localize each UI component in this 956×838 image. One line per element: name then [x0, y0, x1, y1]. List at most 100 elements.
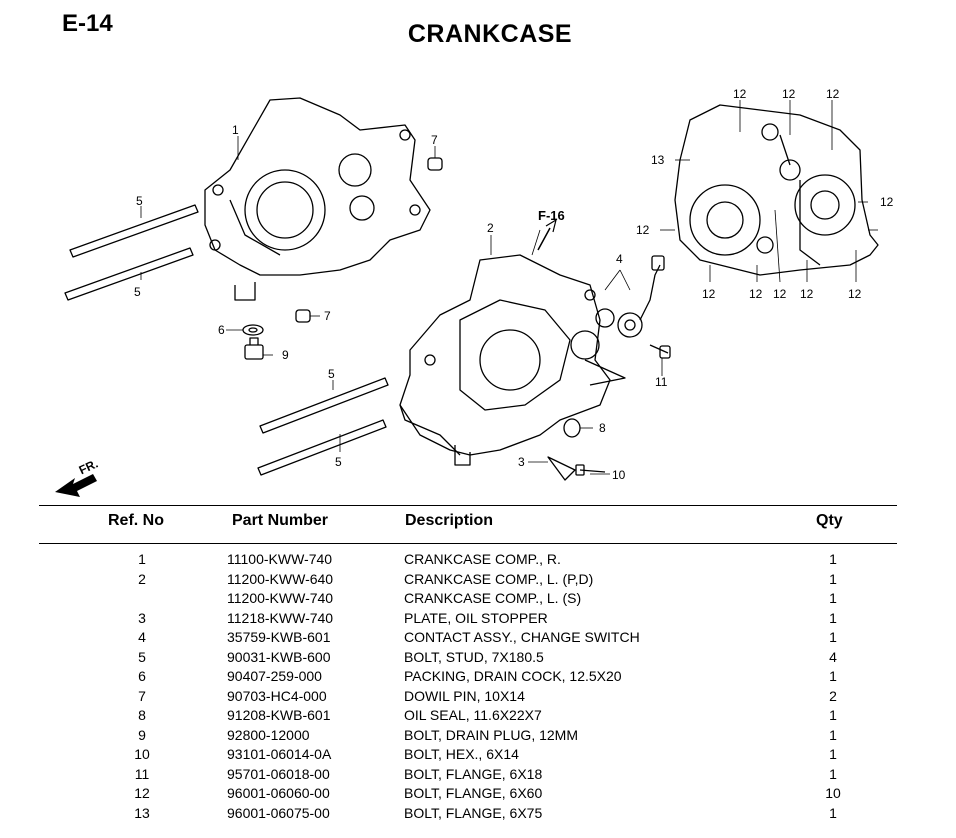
svg-text:12: 12 — [782, 87, 796, 101]
part-number-cell: 11100-KWW-740 — [227, 551, 333, 567]
description-cell: CRANKCASE COMP., L. (P,D) — [404, 570, 594, 587]
stud-bolts-drawing — [64, 204, 389, 476]
leader-lines — [140, 100, 878, 475]
svg-text:1: 1 — [232, 123, 239, 137]
description-cell: PACKING, DRAIN COCK, 12.5X20 — [404, 668, 622, 684]
part-number-cell: 95701-06018-00 — [227, 765, 330, 782]
svg-text:7: 7 — [324, 309, 331, 323]
qty-cell: 1 — [829, 590, 837, 606]
ref-cell: 10 — [134, 746, 150, 762]
ref-cell: 4 — [138, 629, 146, 645]
table-top-rule — [39, 505, 897, 506]
svg-text:12: 12 — [826, 87, 840, 101]
svg-text:12: 12 — [733, 87, 747, 101]
part-number-cell: 92800-12000 — [227, 726, 310, 743]
exploded-parts-diagram: 1 2 3 4 5 5 5 5 6 7 7 8 9 10 11 12 12 12… — [0, 60, 956, 500]
ref-cell: 13 — [134, 804, 150, 821]
table-row: 13 96001-06075-00 BOLT, FLANGE, 6X75 1 — [0, 804, 956, 824]
qty-cell: 4 — [829, 648, 837, 665]
svg-text:11: 11 — [655, 375, 668, 389]
ref-cell: 1 — [138, 551, 146, 567]
description-cell: BOLT, FLANGE, 6X18 — [404, 765, 543, 782]
table-row: 5 90031-KWB-600 BOLT, STUD, 7X180.5 4 — [0, 648, 956, 668]
svg-text:12: 12 — [636, 223, 650, 237]
qty-cell: 2 — [829, 687, 837, 704]
svg-text:5: 5 — [134, 285, 141, 299]
svg-text:5: 5 — [335, 455, 342, 469]
svg-text:2: 2 — [487, 221, 494, 235]
description-cell: CONTACT ASSY., CHANGE SWITCH — [404, 629, 640, 645]
svg-text:3: 3 — [518, 455, 525, 469]
part-number-cell: 90031-KWB-600 — [227, 648, 331, 665]
part-number-cell: 91208-KWB-601 — [227, 707, 331, 723]
table-row: 1 11100-KWW-740 CRANKCASE COMP., R. 1 — [0, 550, 956, 570]
crankcase-gasket-drawing — [674, 104, 879, 276]
svg-text:12: 12 — [773, 287, 787, 301]
svg-text:4: 4 — [616, 252, 623, 266]
ref-cell: 2 — [138, 570, 146, 587]
qty-cell: 1 — [829, 765, 837, 782]
table-row: 7 90703-HC4-000 DOWIL PIN, 10X14 2 — [0, 687, 956, 707]
ref-cell: 7 — [138, 687, 146, 704]
callout-numbers: 1 2 3 4 5 5 5 5 6 7 7 8 9 10 11 12 12 12… — [77, 87, 894, 482]
part-number-cell: 11200-KWW-740 — [227, 590, 334, 606]
qty-cell: 1 — [829, 570, 837, 587]
part-number-cell: 90703-HC4-000 — [227, 687, 327, 704]
col-header-desc: Description — [405, 512, 494, 529]
front-direction-arrow — [55, 474, 97, 497]
svg-text:7: 7 — [431, 133, 438, 147]
description-cell: OIL SEAL, 11.6X22X7 — [404, 707, 542, 723]
svg-text:5: 5 — [328, 367, 335, 381]
svg-text:F-16: F-16 — [538, 208, 565, 223]
ref-cell: 8 — [138, 707, 146, 723]
part-number-cell: 96001-06075-00 — [227, 804, 330, 821]
qty-cell: 1 — [829, 668, 837, 684]
svg-text:12: 12 — [880, 195, 894, 209]
page-code: E-14 — [62, 10, 113, 37]
description-cell: BOLT, FLANGE, 6X60 — [404, 785, 543, 801]
part-number-cell: 11218-KWW-740 — [227, 609, 334, 626]
ref-cell: 9 — [138, 726, 146, 743]
svg-text:12: 12 — [749, 287, 763, 301]
part-number-cell: 11200-KWW-640 — [227, 570, 334, 587]
col-header-qty: Qty — [816, 512, 843, 529]
qty-cell: 1 — [829, 551, 837, 567]
svg-text:10: 10 — [612, 468, 626, 482]
ref-cell: 3 — [138, 609, 146, 626]
qty-cell: 1 — [829, 629, 837, 645]
description-cell: PLATE, OIL STOPPER — [404, 609, 548, 626]
description-cell: BOLT, DRAIN PLUG, 12MM — [404, 726, 579, 743]
svg-text:8: 8 — [599, 421, 606, 435]
ref-cell: 5 — [138, 648, 146, 665]
svg-text:6: 6 — [218, 323, 225, 337]
page-title: CRANKCASE — [407, 20, 573, 48]
table-row: 2 11200-KWW-640 CRANKCASE COMP., L. (P,D) 1 — [0, 570, 956, 590]
svg-text:9: 9 — [282, 348, 289, 362]
crankcase-left-drawing — [399, 254, 626, 466]
svg-text:13: 13 — [651, 153, 665, 167]
table-header-rule — [39, 543, 897, 544]
change-switch-drawing — [595, 255, 665, 338]
description-cell: BOLT, STUD, 7X180.5 — [404, 648, 544, 665]
svg-text:5: 5 — [136, 194, 143, 208]
qty-cell: 1 — [829, 746, 837, 762]
qty-cell: 10 — [825, 785, 841, 801]
ref-cell: 12 — [134, 785, 150, 801]
qty-cell: 1 — [829, 609, 837, 626]
description-cell: BOLT, FLANGE, 6X75 — [404, 804, 543, 821]
col-header-part: Part Number — [232, 512, 329, 529]
svg-text:12: 12 — [848, 287, 862, 301]
col-header-ref: Ref. No — [108, 512, 164, 529]
part-number-cell: 96001-06060-00 — [227, 785, 330, 801]
table-row: 3 11218-KWW-740 PLATE, OIL STOPPER 1 — [0, 609, 956, 629]
description-cell: CRANKCASE COMP., R. — [404, 551, 561, 567]
description-cell: DOWIL PIN, 10X14 — [404, 687, 525, 704]
svg-text:FR.: FR. — [77, 456, 100, 477]
qty-cell: 1 — [829, 804, 837, 821]
